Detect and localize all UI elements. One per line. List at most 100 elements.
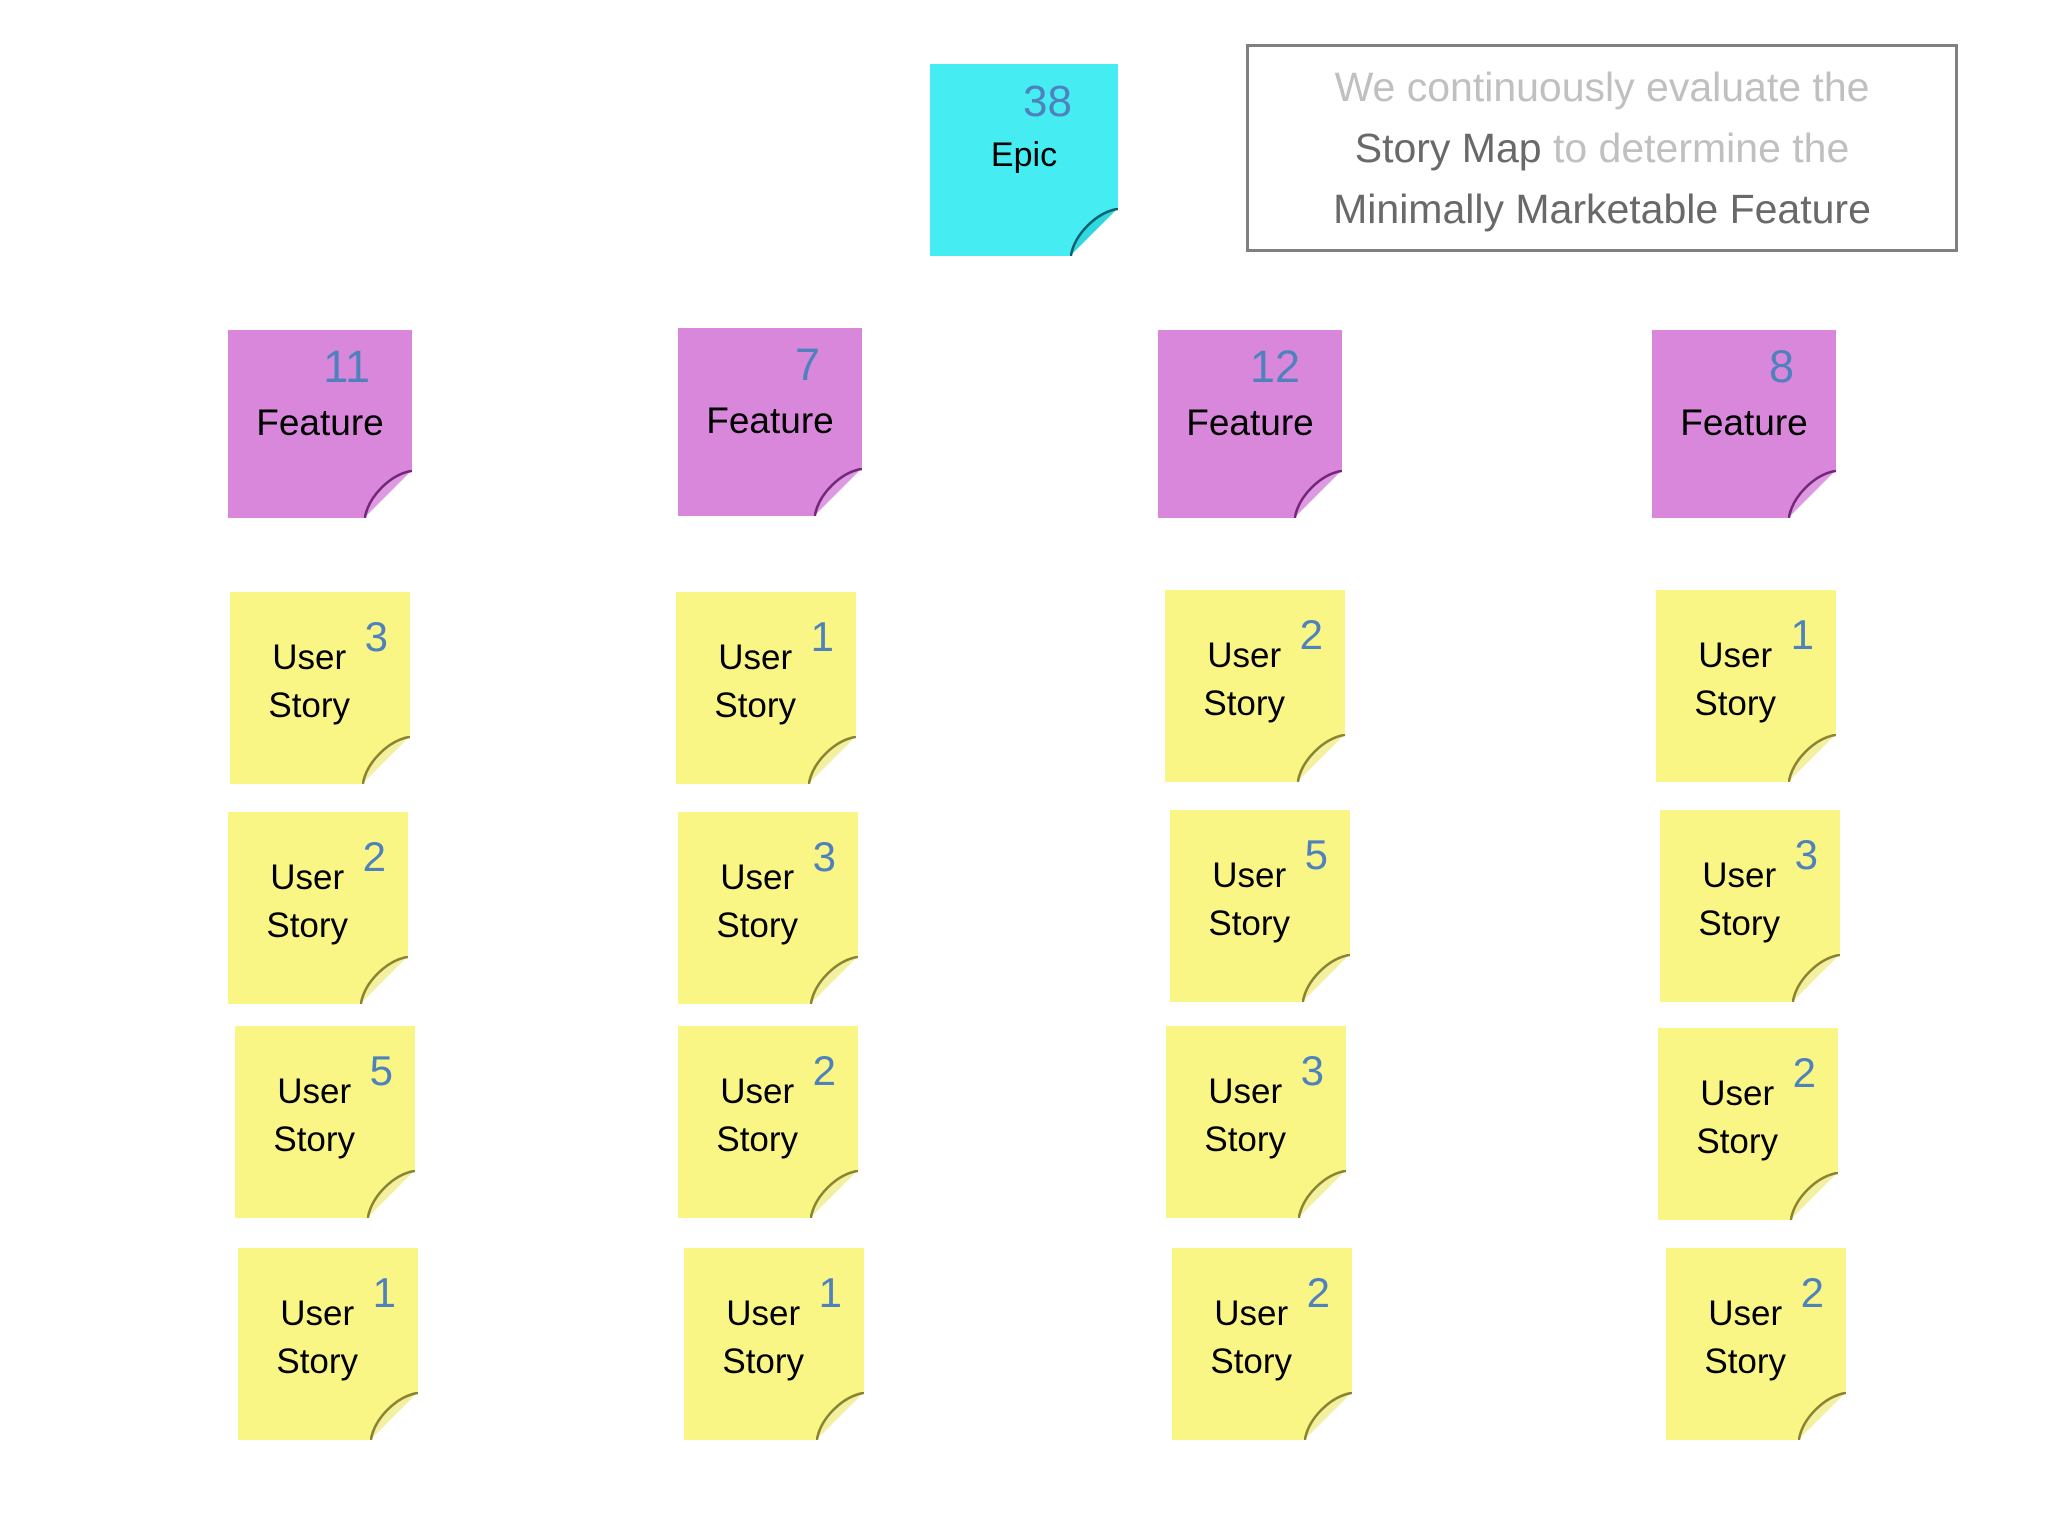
story-note-c4-r2[interactable]: 3 User Story [1660, 810, 1840, 1002]
folded-corner-icon [1788, 470, 1836, 518]
story-label-line1: User [272, 638, 347, 677]
story-points: 2 [1299, 611, 1323, 658]
story-points: 1 [818, 1269, 842, 1316]
story-label-line2: Story [268, 686, 351, 725]
folded-corner-icon [1304, 1392, 1352, 1440]
feature-note-2[interactable]: 7 Feature [678, 328, 862, 516]
story-note-c3-r2[interactable]: 5 User Story [1170, 810, 1350, 1002]
story-label-line1: User [1702, 856, 1777, 895]
folded-corner-icon [1792, 954, 1840, 1002]
folded-corner-icon [1297, 734, 1345, 782]
story-label-line2: Story [1208, 904, 1291, 943]
story-points: 1 [810, 613, 834, 660]
folded-corner-icon [367, 1170, 415, 1218]
story-note-c1-r4[interactable]: 1 User Story [238, 1248, 418, 1440]
callout-line-2: Story Map to determine the [1354, 124, 1850, 171]
story-label-line1: User [720, 1072, 795, 1111]
story-note-c2-r1[interactable]: 1 User Story [676, 592, 856, 784]
story-points: 2 [1792, 1049, 1816, 1096]
story-label-line2: Story [716, 1120, 799, 1159]
story-label-line1: User [1700, 1074, 1775, 1113]
story-label-line2: Story [1696, 1122, 1779, 1161]
story-points: 3 [364, 613, 388, 660]
feature-label: Feature [256, 402, 384, 443]
story-points: 2 [1306, 1269, 1330, 1316]
story-label-line2: Story [1694, 684, 1777, 723]
story-label-line2: Story [266, 906, 349, 945]
story-points: 3 [812, 833, 836, 880]
folded-corner-icon [1798, 1392, 1846, 1440]
story-note-c4-r1[interactable]: 1 User Story [1656, 590, 1836, 782]
story-label-line2: Story [1204, 1120, 1287, 1159]
story-label-line2: Story [716, 906, 799, 945]
folded-corner-icon [360, 956, 408, 1004]
story-label-line1: User [726, 1294, 801, 1333]
folded-corner-icon [1070, 208, 1118, 256]
story-label-line1: User [1708, 1294, 1783, 1333]
story-label-line1: User [277, 1072, 352, 1111]
story-label-line2: Story [1203, 684, 1286, 723]
feature-points: 8 [1768, 341, 1794, 392]
story-points: 5 [369, 1047, 393, 1094]
folded-corner-icon [810, 956, 858, 1004]
callout-line-1: We continuously evaluate the [1334, 63, 1870, 110]
story-points: 1 [1790, 611, 1814, 658]
story-note-c1-r2[interactable]: 2 User Story [228, 812, 408, 1004]
story-label-line1: User [1698, 636, 1773, 675]
story-note-c1-r1[interactable]: 3 User Story [230, 592, 410, 784]
folded-corner-icon [808, 736, 856, 784]
epic-note[interactable]: 38 Epic [930, 64, 1118, 256]
folded-corner-icon [816, 1392, 864, 1440]
callout-line-3: Minimally Marketable Feature [1333, 179, 1871, 240]
story-note-c2-r4[interactable]: 1 User Story [684, 1248, 864, 1440]
feature-label: Feature [1186, 402, 1314, 443]
story-note-c2-r2[interactable]: 3 User Story [678, 812, 858, 1004]
story-note-c2-r3[interactable]: 2 User Story [678, 1026, 858, 1218]
epic-points: 38 [1023, 77, 1072, 126]
story-label-line2: Story [276, 1342, 359, 1381]
story-note-c3-r3[interactable]: 3 User Story [1166, 1026, 1346, 1218]
callout-emphasis-story-map: Story Map [1354, 124, 1542, 171]
story-note-c4-r4[interactable]: 2 User Story [1666, 1248, 1846, 1440]
story-label-line1: User [718, 638, 793, 677]
feature-label: Feature [1680, 402, 1808, 443]
feature-points: 11 [323, 341, 370, 392]
story-label-line1: User [270, 858, 345, 897]
story-note-c3-r4[interactable]: 2 User Story [1172, 1248, 1352, 1440]
callout-emphasis-mmf: Minimally Marketable Feature [1333, 185, 1871, 232]
folded-corner-icon [1294, 470, 1342, 518]
folded-corner-icon [814, 468, 862, 516]
feature-points: 12 [1249, 341, 1300, 392]
story-label-line2: Story [714, 686, 797, 725]
story-label-line2: Story [722, 1342, 805, 1381]
story-label-line1: User [280, 1294, 355, 1333]
story-points: 2 [362, 833, 386, 880]
story-label-line1: User [720, 858, 795, 897]
callout-box[interactable]: We continuously evaluate the Story Map t… [1246, 44, 1958, 252]
feature-note-1[interactable]: 11 Feature [228, 330, 412, 518]
epic-label: Epic [990, 136, 1058, 174]
feature-points: 7 [794, 339, 820, 390]
story-note-c3-r1[interactable]: 2 User Story [1165, 590, 1345, 782]
story-label-line1: User [1212, 856, 1287, 895]
story-label-line1: User [1214, 1294, 1289, 1333]
story-note-c1-r3[interactable]: 5 User Story [235, 1026, 415, 1218]
feature-note-3[interactable]: 12 Feature [1158, 330, 1342, 518]
story-points: 2 [1800, 1269, 1824, 1316]
story-label-line1: User [1208, 1072, 1283, 1111]
folded-corner-icon [1302, 954, 1350, 1002]
story-note-c4-r3[interactable]: 2 User Story [1658, 1028, 1838, 1220]
folded-corner-icon [1790, 1172, 1838, 1220]
story-label-line2: Story [1704, 1342, 1787, 1381]
story-points: 5 [1304, 831, 1328, 878]
folded-corner-icon [1298, 1170, 1346, 1218]
story-label-line1: User [1207, 636, 1282, 675]
story-points: 2 [812, 1047, 836, 1094]
feature-note-4[interactable]: 8 Feature [1652, 330, 1836, 518]
folded-corner-icon [364, 470, 412, 518]
folded-corner-icon [1788, 734, 1836, 782]
story-points: 1 [372, 1269, 396, 1316]
story-points: 3 [1794, 831, 1818, 878]
folded-corner-icon [370, 1392, 418, 1440]
